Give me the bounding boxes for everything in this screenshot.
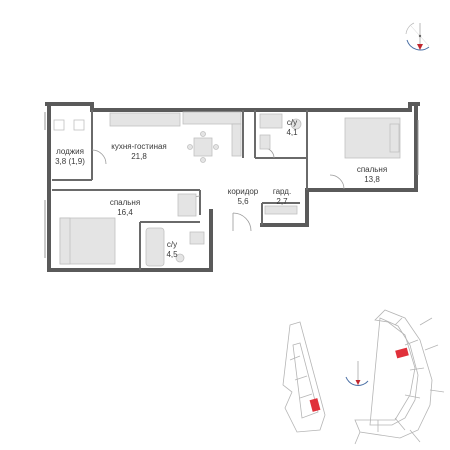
room-loggia-label: лоджия 3,8 (1,9) [55,147,85,167]
room-area: 4,1 [286,128,298,137]
room-area: 3,8 (1,9) [55,157,85,166]
room-bedroom-label: спальня 16,4 [110,198,140,218]
room-kitchen-label: кухня-гостиная 21,8 [111,142,167,162]
room-corridor-label: коридор 5,6 [228,187,259,207]
room-area: 16,4 [117,208,133,217]
room-bath-top-label: с/у 4,1 [286,118,297,138]
room-bath-bottom-label: с/у 4,5 [166,240,177,260]
room-name: кухня-гостиная [111,142,167,151]
room-area: 21,8 [131,152,147,161]
room-name: гард. [272,187,292,196]
room-name: спальня [109,198,141,207]
room-name: лоджия [56,147,84,156]
room-wardrobe-label: гард. 2,7 [273,187,291,207]
room-area: 5,6 [237,197,249,206]
room-bedroom-big-label: спальня 13,8 [357,165,387,185]
site-compass-icon [345,361,369,386]
room-name: спальня [356,165,388,174]
room-area: 4,5 [166,250,178,259]
room-name: с/у [166,240,178,249]
room-area: 2,7 [276,197,288,206]
room-name: с/у [286,118,298,127]
room-name: коридор [227,187,259,196]
room-area: 13,8 [364,175,380,184]
